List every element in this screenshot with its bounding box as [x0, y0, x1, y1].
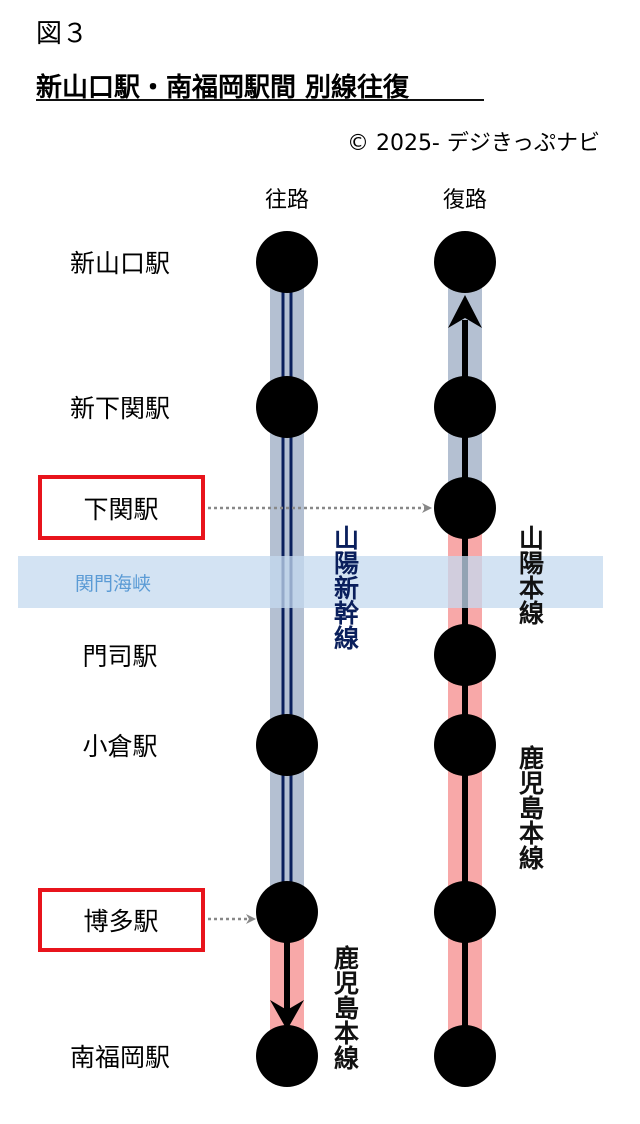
line-label-kagoshima-main: 鹿児島本線 [331, 944, 360, 1071]
station-label: 下関駅 [83, 495, 158, 524]
station-dot [434, 714, 496, 776]
station-label: 博多駅 [83, 907, 158, 936]
column-outbound: 往路 [265, 188, 309, 213]
station-dot [434, 231, 496, 293]
station-label: 新山口駅 [70, 249, 170, 278]
up-arrow-icon [448, 295, 482, 328]
copyright: © 2025- デジきっぷナビ [347, 131, 600, 156]
station-dot [256, 231, 318, 293]
figure-label: 図３ [36, 19, 88, 49]
station-dot [256, 881, 318, 943]
station-dot [256, 1025, 318, 1087]
page-title: 新山口駅・南福岡駅間 別線往復 [36, 72, 410, 103]
line-label-sanyo-shinkansen: 山陽新幹線 [331, 525, 360, 651]
highlight-box [38, 888, 205, 952]
strait-label: 関門海峡 [75, 573, 151, 595]
station-dot [434, 477, 496, 539]
line-label-sanyo-main: 山陽本線 [516, 525, 545, 626]
station-label: 新下関駅 [70, 394, 170, 423]
down-arrow-icon [270, 1000, 304, 1030]
station-label: 南福岡駅 [70, 1043, 170, 1072]
line-label-kagoshima-main: 鹿児島本線 [516, 744, 545, 871]
station-dot [256, 376, 318, 438]
strait-band [18, 556, 603, 608]
station-label: 小倉駅 [82, 732, 157, 761]
column-return: 復路 [443, 188, 487, 213]
station-markers [256, 231, 496, 1087]
station-dot [256, 714, 318, 776]
station-label: 門司駅 [82, 642, 157, 671]
highlight-box [38, 475, 205, 540]
station-dot [434, 376, 496, 438]
station-dot [434, 1025, 496, 1087]
station-dot [434, 881, 496, 943]
station-dot [434, 624, 496, 686]
